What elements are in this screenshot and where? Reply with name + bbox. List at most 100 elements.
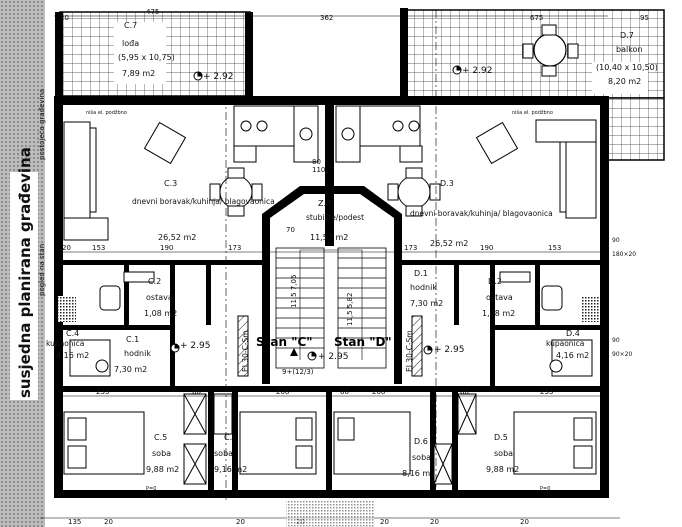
stair-flight-right: 11,5 5,82 [346, 293, 354, 326]
dim-bottom-0: 135 [68, 518, 81, 526]
niche-note-left: niša el. podžbno [86, 109, 127, 116]
room-d4-name: kupaonica [546, 339, 584, 348]
room-d5-area: 9,88 m2 [486, 465, 519, 474]
room-z4-name: stubište/podest [306, 213, 364, 222]
sofa-right [475, 119, 597, 219]
room-c5-label: C.5 soba 9,88 m2 [146, 433, 179, 474]
room-d7-dims: (10,40 x 10,50) [596, 63, 658, 72]
bathroom-tiles-left [58, 296, 76, 322]
room-c7-dims: (5,95 x 10,75) [118, 53, 175, 62]
dining-table-left [209, 167, 263, 217]
dim-low-3: 60 [340, 388, 349, 396]
fire-wall-right [411, 315, 423, 377]
side-note: pogled na stan [38, 244, 46, 296]
elevation-d7: + 2.92 [462, 66, 492, 76]
room-c1-name: hodnik [124, 349, 151, 358]
room-z4-area: 11,57 m2 [310, 233, 348, 242]
room-d3-label: D.3 dnevni boravak/kuhinja/ blagovaonica… [410, 179, 553, 248]
dim-mid-7: 190 [480, 244, 493, 252]
room-c4-name: kupaonica [46, 339, 84, 348]
room-c2-name: ostava [146, 293, 173, 302]
room-c2-id: C.2 [148, 277, 161, 286]
room-d1-id: D.1 [414, 269, 428, 278]
room-d7-name: balkon [616, 45, 643, 54]
room-c7-name: lođa [122, 39, 139, 48]
bed-c6 [239, 411, 317, 475]
room-d4-label: D.4 kupaonica 4,16 m2 [546, 329, 589, 360]
dim-bottom-6: 20 [520, 518, 529, 526]
dim-mid-5: 80 [312, 158, 321, 166]
room-c2-area: 1,08 m2 [144, 309, 177, 318]
room-c3-area: 26,52 m2 [158, 233, 196, 242]
room-d1-label: D.1 hodnik 7,30 m2 [410, 269, 443, 308]
room-d3-name: dnevni boravak/kuhinja/ blagovaonica [410, 209, 553, 218]
dim-mid-1: 190 [160, 244, 173, 252]
room-d2-id: D.2 [488, 277, 502, 286]
room-c4-id: C.4 [66, 329, 79, 338]
room-d1-name: hodnik [410, 283, 437, 292]
room-c7-id: C.7 [124, 21, 137, 30]
fire-wall-label-right: EI 30-C-Sm [405, 330, 414, 372]
dim-mid-6: 173 [404, 244, 417, 252]
room-d3-area: 26,52 m2 [430, 239, 468, 248]
floor-mark-right: P=0 [540, 486, 550, 492]
neighbor-label: susjedna planirana građevina [16, 147, 34, 398]
dim-mid-8: 153 [548, 244, 561, 252]
fire-wall-left [237, 315, 249, 377]
neighbor-building [0, 0, 45, 527]
room-c3-label: C.3 dnevni boravak/kuhinja/ blagovaonica… [132, 179, 275, 242]
bathroom-tiles-right [582, 296, 600, 322]
niche-note-right: niša el. podžbno [512, 109, 553, 116]
entrance-gap [286, 500, 374, 527]
room-c6-area: 9,16 m2 [214, 465, 247, 474]
room-d1-area: 7,30 m2 [410, 299, 443, 308]
entry-arrow [290, 348, 298, 356]
dim-top-4: 20 [60, 14, 69, 22]
bed-d5 [513, 411, 597, 475]
room-c3-id: C.3 [164, 179, 177, 188]
door-note-b: 90×20 [612, 351, 632, 358]
dim-mid-2: 173 [228, 244, 241, 252]
room-d3-id: D.3 [440, 179, 454, 188]
door-note-a-top: 90 [612, 237, 620, 244]
dim-top-2: 675 [530, 14, 543, 22]
room-d6-area: 8,16 m2 [402, 469, 435, 478]
room-d6-label: D.6 soba 8,16 m2 [402, 437, 435, 478]
room-c1-id: C.1 [126, 335, 139, 344]
dim-bottom-4: 20 [380, 518, 389, 526]
room-z4-label: Z.4 stubište/podest 11,57 m2 [306, 199, 364, 242]
elevation-c7: + 2.92 [203, 72, 233, 82]
room-c5-area: 9,88 m2 [146, 465, 179, 474]
balcony-table [533, 33, 567, 67]
balcony-d7 [400, 8, 665, 161]
dim-low-0: 233 [96, 388, 109, 396]
dim-top-3: 95 [640, 14, 649, 22]
dim-mid-0: 153 [92, 244, 105, 252]
door-note-b-top: 90 [612, 337, 620, 344]
stair-flight-left: 11,5 7,05 [290, 275, 298, 308]
loggia-c7 [55, 11, 253, 97]
elevation-marks [170, 65, 462, 361]
bed-d6 [333, 411, 411, 475]
door-note-a: 180×20 [612, 251, 636, 258]
dim-bottom-5: 20 [430, 518, 439, 526]
dining-table-right [387, 167, 441, 217]
dim-low-4: 208 [372, 388, 385, 396]
room-c2-label: C.2 ostava 1,08 m2 [144, 277, 177, 318]
room-d5-label: D.5 soba 9,88 m2 [486, 433, 519, 474]
bathroom-fixtures [69, 285, 593, 377]
room-c1-area: 7,30 m2 [114, 365, 147, 374]
bed-c5 [63, 411, 145, 475]
dim-mid-4: 110 [312, 166, 325, 174]
room-c7-label: C.7 lođa (5,95 x 10,75) 7,89 m2 [118, 21, 175, 78]
edge-note: postojeća građevina [38, 89, 46, 160]
room-c3-name: dnevni boravak/kuhinja/ blagovaonica [132, 197, 275, 206]
elevation-z4: + 2.95 [318, 352, 348, 362]
dim-low-6: 233 [540, 388, 553, 396]
room-d7-area: 8,20 m2 [608, 77, 641, 86]
room-d6-id: D.6 [414, 437, 428, 446]
room-c5-id: C.5 [154, 433, 167, 442]
room-c4-area: 4,16 m2 [56, 351, 89, 360]
dim-low-5: 60 [460, 388, 469, 396]
